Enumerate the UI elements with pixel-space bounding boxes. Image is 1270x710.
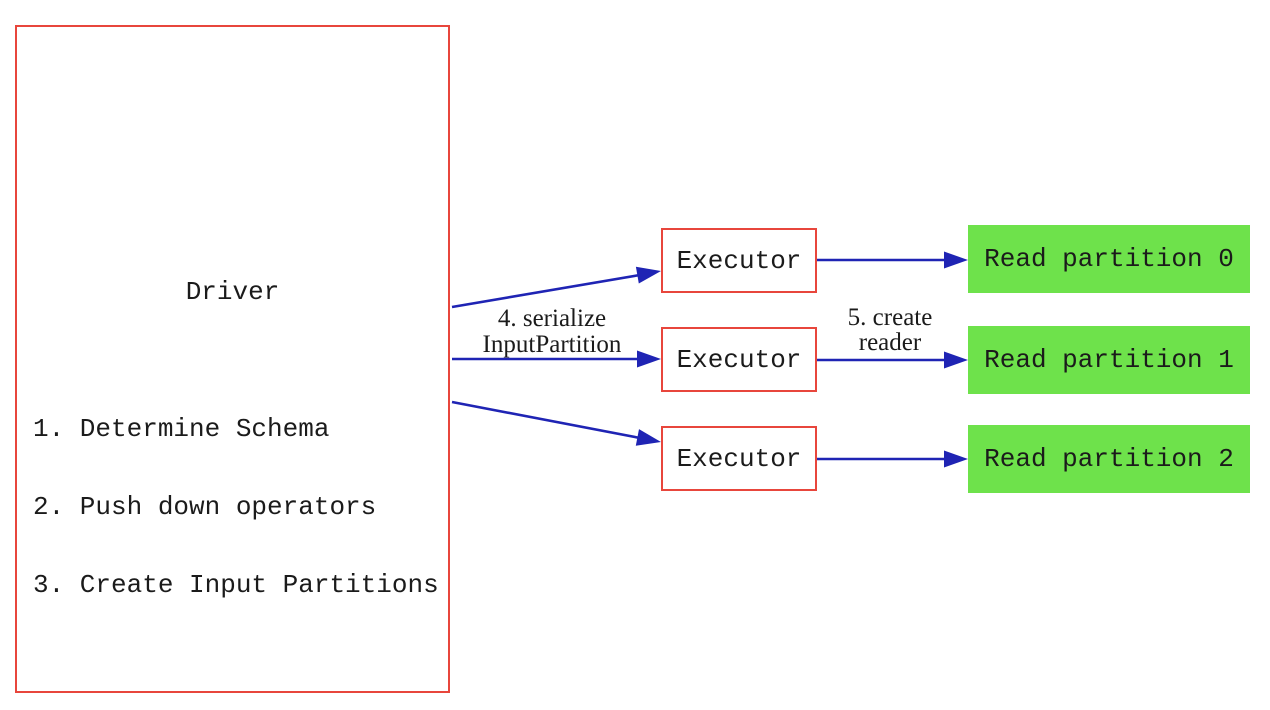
driver-step-1: 1. Determine Schema <box>33 414 330 444</box>
edge-label-serialize-inputpartition: 4. serialize InputPartition <box>402 306 702 358</box>
partition-box-2: Read partition 2 <box>968 425 1250 493</box>
partition-box-0: Read partition 0 <box>968 225 1250 293</box>
executor-box-2: Executor <box>661 426 817 491</box>
edge-label-line: 5. create <box>847 304 933 331</box>
arrow-driver-to-executor-0 <box>451 266 661 309</box>
arrow-executor-1-to-partition-1 <box>817 351 968 369</box>
partition-box-1: Read partition 1 <box>968 326 1250 394</box>
driver-box: Driver 1. Determine Schema 2. Push down … <box>15 25 450 693</box>
arrow-driver-to-executor-2 <box>451 400 661 446</box>
executor-box-0: Executor <box>661 228 817 293</box>
edge-label-line: reader <box>858 329 922 356</box>
driver-steps: 1. Determine Schema 2. Push down operato… <box>33 364 439 650</box>
driver-step-3: 3. Create Input Partitions <box>33 570 439 600</box>
arrow-executor-2-to-partition-2 <box>817 450 968 468</box>
arrow-executor-0-to-partition-0 <box>817 251 968 269</box>
executor-box-1: Executor <box>661 327 817 392</box>
edge-label-create-reader: 5. create reader <box>765 305 1015 355</box>
driver-step-2: 2. Push down operators <box>33 492 377 522</box>
edge-label-line: InputPartition <box>482 331 622 358</box>
edge-label-line: 4. serialize <box>497 305 607 332</box>
arrow-driver-to-executor-1 <box>452 350 661 368</box>
driver-title: Driver <box>185 277 280 307</box>
